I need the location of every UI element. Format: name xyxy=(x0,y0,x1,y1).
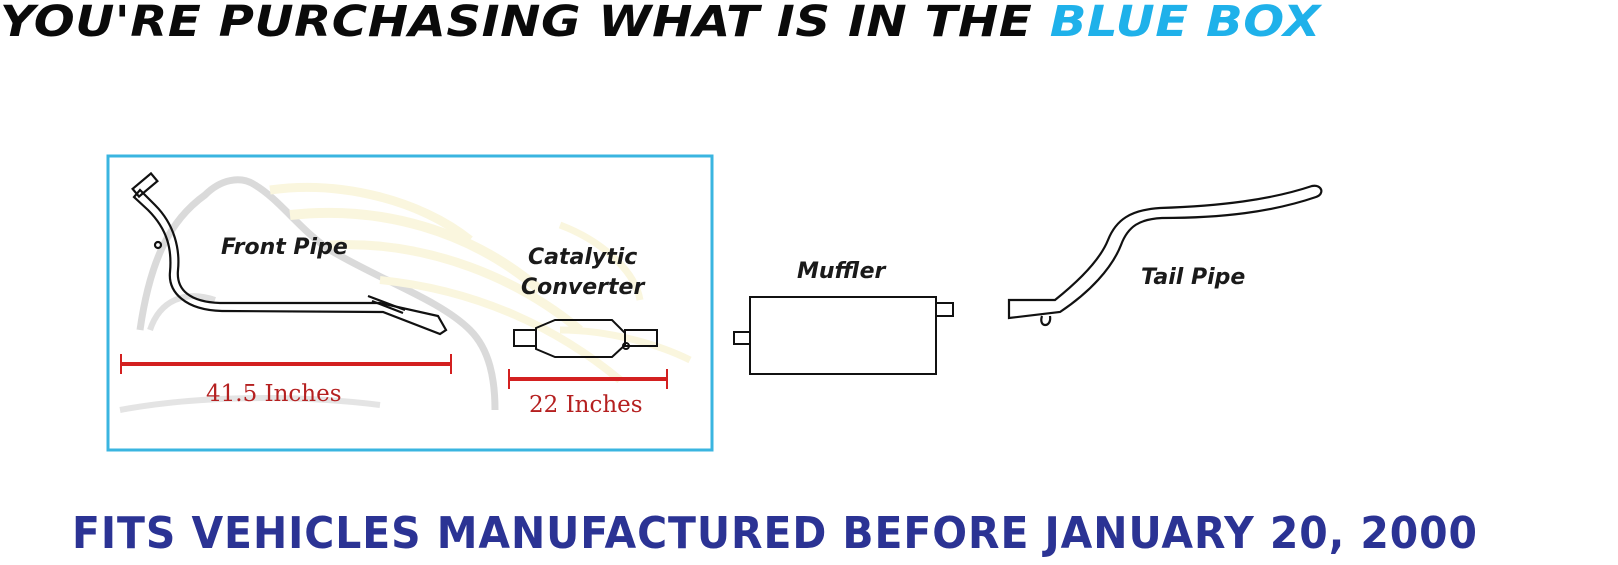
muffler-drawing xyxy=(733,296,954,375)
catalytic-dimension-line xyxy=(508,369,668,389)
catalytic-dimension-text: 22 Inches xyxy=(529,392,643,418)
front-pipe-label: Front Pipe xyxy=(221,235,348,260)
catalytic-label-line1: Catalytic xyxy=(528,245,637,270)
front-pipe-dimension-line xyxy=(120,354,452,374)
watermark-logo xyxy=(119,176,692,413)
muffler-label: Muffler xyxy=(797,259,887,284)
headline: YOU'RE PURCHASING WHAT IS IN THE BLUE BO… xyxy=(0,0,1618,48)
front-pipe-dimension-text: 41.5 Inches xyxy=(206,381,342,407)
catalytic-label-line2: Converter xyxy=(521,275,645,300)
tail-pipe-drawing xyxy=(1007,184,1323,327)
blue-box xyxy=(106,154,714,452)
catalytic-converter-drawing xyxy=(513,319,658,358)
tail-pipe-label: Tail Pipe xyxy=(1141,265,1245,290)
headline-accent: BLUE BOX xyxy=(1049,0,1321,47)
footer-fitment: FITS VEHICLES MANUFACTURED BEFORE JANUAR… xyxy=(72,508,1478,559)
front-pipe-drawing xyxy=(131,171,448,336)
headline-prefix: YOU'RE PURCHASING WHAT IS IN THE xyxy=(0,0,1050,47)
exhaust-diagram: Front Pipe Catalytic Converter 41.5 Inch… xyxy=(106,154,1323,452)
